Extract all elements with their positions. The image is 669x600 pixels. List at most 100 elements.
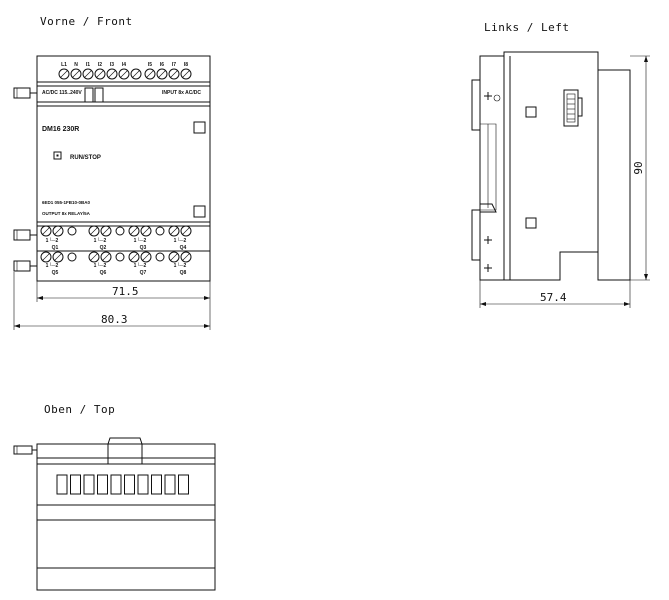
terminal-hole [115,226,125,236]
dimension-value: 57.4 [540,291,567,304]
top-housing [36,443,216,591]
terminal-label: L1 [61,62,67,68]
relay-output-labels: 1└─2Q11└─2Q21└─2Q31└─2Q41└─2Q51└─2Q61└─2… [46,237,187,276]
left-view-title: Links / Left [484,21,569,34]
left-view: 90 57.4 [471,51,650,308]
terminal-slot [164,474,176,495]
terminal-hole [67,226,77,236]
terminal-screw [52,251,64,263]
terminal-slot [137,474,149,495]
terminal-label: I4 [122,62,126,68]
dimension-depth: 57.4 [479,280,631,308]
top-view-title: Oben / Top [44,403,115,416]
terminal-symbol [484,92,501,102]
terminal-slot [56,474,68,495]
terminal-screw [168,68,180,80]
terminal-label: I2 [98,62,102,68]
terminal-screw [70,68,82,80]
output-terminal-row-lower [40,251,192,263]
side-window [525,217,537,229]
expansion-connector [563,89,583,127]
terminal-slot [151,474,162,495]
output-label: Q5 [52,270,59,276]
output-label: Q1 [52,245,59,251]
relay-pin-label: 1└─2 [134,237,147,244]
terminal-screw [40,251,52,263]
relay-pin-label: 1└─2 [94,262,107,269]
terminal-screw [88,251,100,263]
dimension-value: 90 [632,161,645,174]
terminal-label: I5 [148,62,152,68]
terminal-hole [155,226,165,236]
relay-pin-label: 1└─2 [94,237,107,244]
output-label: Q7 [140,270,147,276]
output-label: Q6 [100,270,107,276]
terminal-screw [100,225,112,237]
terminal-label: N [74,62,78,68]
run-stop-led [53,151,62,160]
relay-pin-label: 1└─2 [46,237,59,244]
terminal-screw [40,225,52,237]
run-stop-label: RUN/STOP [70,155,101,161]
top-terminal-screws [58,68,192,80]
terminal-screw [106,68,118,80]
terminal-screw [156,68,168,80]
front-view-title: Vorne / Front [40,15,133,28]
terminal-screw [94,68,106,80]
terminal-screw [118,68,130,80]
dimension-height: 90 [630,55,650,281]
terminal-screw [140,225,152,237]
din-clip-middle [13,229,37,241]
output-label: Q4 [180,245,187,251]
terminal-label: I1 [86,62,90,68]
relay-pin-label: 1└─2 [134,262,147,269]
status-window [193,121,206,134]
terminal-screw [180,251,192,263]
output-terminal-row-upper [40,225,192,237]
terminal-hole [67,252,77,262]
terminal-screw [58,68,70,80]
relay-pin-label: 1└─2 [174,262,187,269]
cover-notch [84,87,94,103]
terminal-screw [52,225,64,237]
terminal-slot [178,474,189,495]
output-label: Q2 [100,245,107,251]
model-label: DM16 230R [42,126,79,133]
terminal-screw [82,68,94,80]
cover-notch [94,87,104,103]
terminal-slot [70,474,81,495]
terminal-slots-top-view [56,474,189,495]
dimension-inner-width: 71.5 [36,281,211,302]
terminal-hole [155,252,165,262]
din-clip-lower [13,260,37,272]
side-housing [479,51,631,281]
terminal-screw [128,225,140,237]
terminal-symbol [484,264,492,272]
front-housing [36,55,211,282]
terminal-screw [88,225,100,237]
terminal-screw [168,225,180,237]
terminal-screw [140,251,152,263]
terminal-slot [83,474,95,495]
terminal-screw [100,251,112,263]
terminal-slot [124,474,135,495]
dimension-value: 71.5 [112,285,139,298]
din-clip-upper [13,87,37,99]
terminal-slot [97,474,108,495]
dimension-total-width: 80.3 [13,272,211,330]
terminal-label: I7 [172,62,176,68]
relay-pin-label: 1└─2 [174,237,187,244]
terminal-screw [180,68,192,80]
terminal-symbol [484,236,492,244]
order-number: 6ED1 055-1FB10-0BA0 [42,200,91,205]
terminal-screw [180,225,192,237]
terminal-screw [144,68,156,80]
top-view [13,437,216,591]
output-label: OUTPUT 8x RELAY/5A [42,211,91,216]
side-window [525,106,537,118]
terminal-screw [168,251,180,263]
terminal-screw [130,68,142,80]
